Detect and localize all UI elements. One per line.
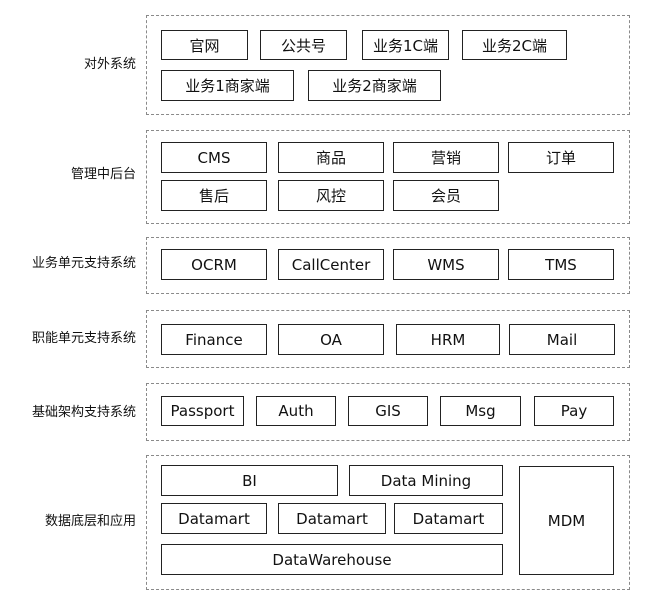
system-box[interactable]: Mail (509, 324, 615, 355)
system-box[interactable]: 业务2C端 (462, 30, 567, 60)
system-box[interactable]: Datamart (394, 503, 503, 534)
system-box[interactable]: 会员 (393, 180, 499, 211)
system-box[interactable]: 售后 (161, 180, 267, 211)
layer-functional-support (146, 310, 630, 368)
system-box[interactable]: CMS (161, 142, 267, 173)
system-box[interactable]: Finance (161, 324, 267, 355)
system-box[interactable]: HRM (396, 324, 500, 355)
system-box[interactable]: 业务1C端 (362, 30, 449, 60)
layer-label-business-support: 业务单元支持系统 (31, 256, 136, 271)
system-box[interactable]: 业务2商家端 (308, 70, 441, 101)
layer-label-management: 管理中后台 (70, 167, 136, 182)
system-box[interactable]: Msg (440, 396, 521, 426)
system-box[interactable]: BI (161, 465, 338, 496)
system-box[interactable]: Data Mining (349, 465, 503, 496)
system-box[interactable]: WMS (393, 249, 499, 280)
system-box[interactable]: 业务1商家端 (161, 70, 294, 101)
system-box[interactable]: DataWarehouse (161, 544, 503, 575)
system-box[interactable]: Pay (534, 396, 614, 426)
system-box[interactable]: Auth (256, 396, 336, 426)
system-box[interactable]: OA (278, 324, 384, 355)
layer-external-systems (146, 15, 630, 115)
layer-business-support (146, 237, 630, 294)
layer-data-foundation (146, 455, 630, 590)
system-box[interactable]: 营销 (393, 142, 499, 173)
system-box[interactable]: CallCenter (278, 249, 384, 280)
system-box[interactable]: OCRM (161, 249, 267, 280)
system-box[interactable]: MDM (519, 466, 614, 575)
system-box[interactable]: TMS (508, 249, 614, 280)
system-box[interactable]: 商品 (278, 142, 384, 173)
layer-label-functional-support: 职能单元支持系统 (31, 331, 136, 346)
layer-management-backend (146, 130, 630, 224)
system-box[interactable]: 订单 (508, 142, 614, 173)
system-box[interactable]: Datamart (278, 503, 386, 534)
system-box[interactable]: GIS (348, 396, 428, 426)
layer-infrastructure-support (146, 383, 630, 441)
system-box[interactable]: 官网 (161, 30, 248, 60)
system-box[interactable]: Passport (161, 396, 244, 426)
system-box[interactable]: 风控 (278, 180, 384, 211)
layer-label-external: 对外系统 (83, 57, 136, 72)
system-box[interactable]: 公共号 (260, 30, 347, 60)
system-box[interactable]: Datamart (161, 503, 267, 534)
layer-label-infrastructure: 基础架构支持系统 (31, 405, 136, 420)
layer-label-data: 数据底层和应用 (44, 514, 136, 529)
